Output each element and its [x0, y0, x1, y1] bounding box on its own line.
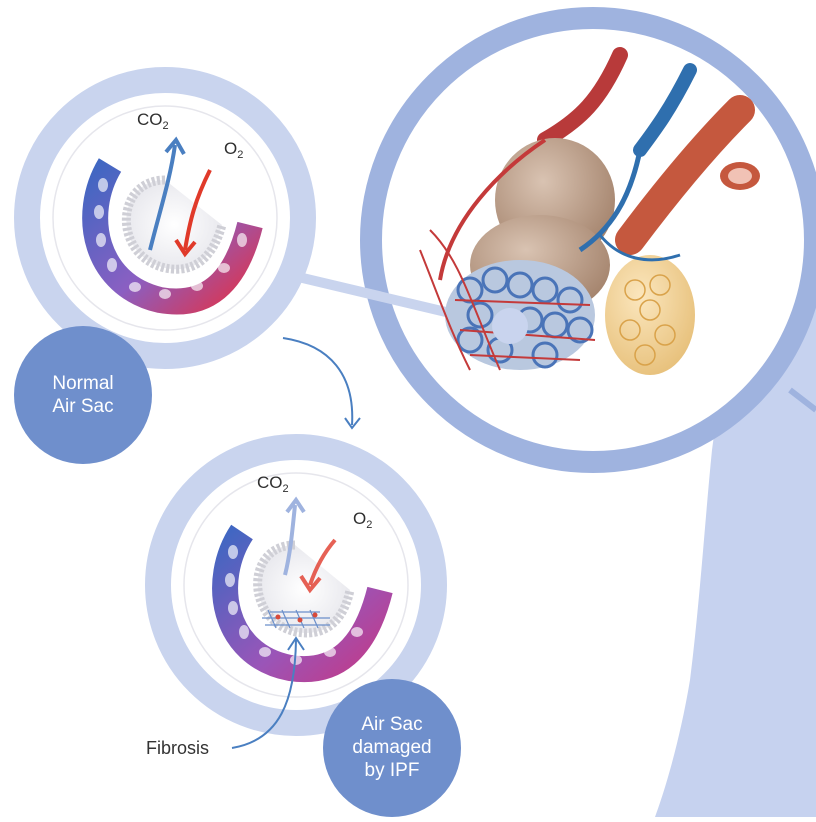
co2-label-damaged: CO2 — [257, 473, 289, 499]
fibrosis-label: Fibrosis — [146, 738, 209, 759]
damaged-label-line-3: by IPF — [332, 759, 452, 782]
focus-dot — [492, 308, 528, 344]
damaged-label-line-2: damaged — [332, 736, 452, 759]
progression-arrow — [283, 338, 352, 425]
damaged-label-line-1: Air Sac — [332, 713, 452, 736]
co2-label-normal: CO2 — [137, 110, 169, 136]
damaged-air-sac-label: Air Sac damaged by IPF — [332, 713, 452, 782]
normal-label-line-2: Air Sac — [23, 395, 143, 418]
o2-label-damaged: O2 — [353, 509, 372, 535]
o2-label-normal: O2 — [224, 139, 243, 165]
normal-label-line-1: Normal — [23, 372, 143, 395]
normal-air-sac-label: Normal Air Sac — [23, 372, 143, 418]
